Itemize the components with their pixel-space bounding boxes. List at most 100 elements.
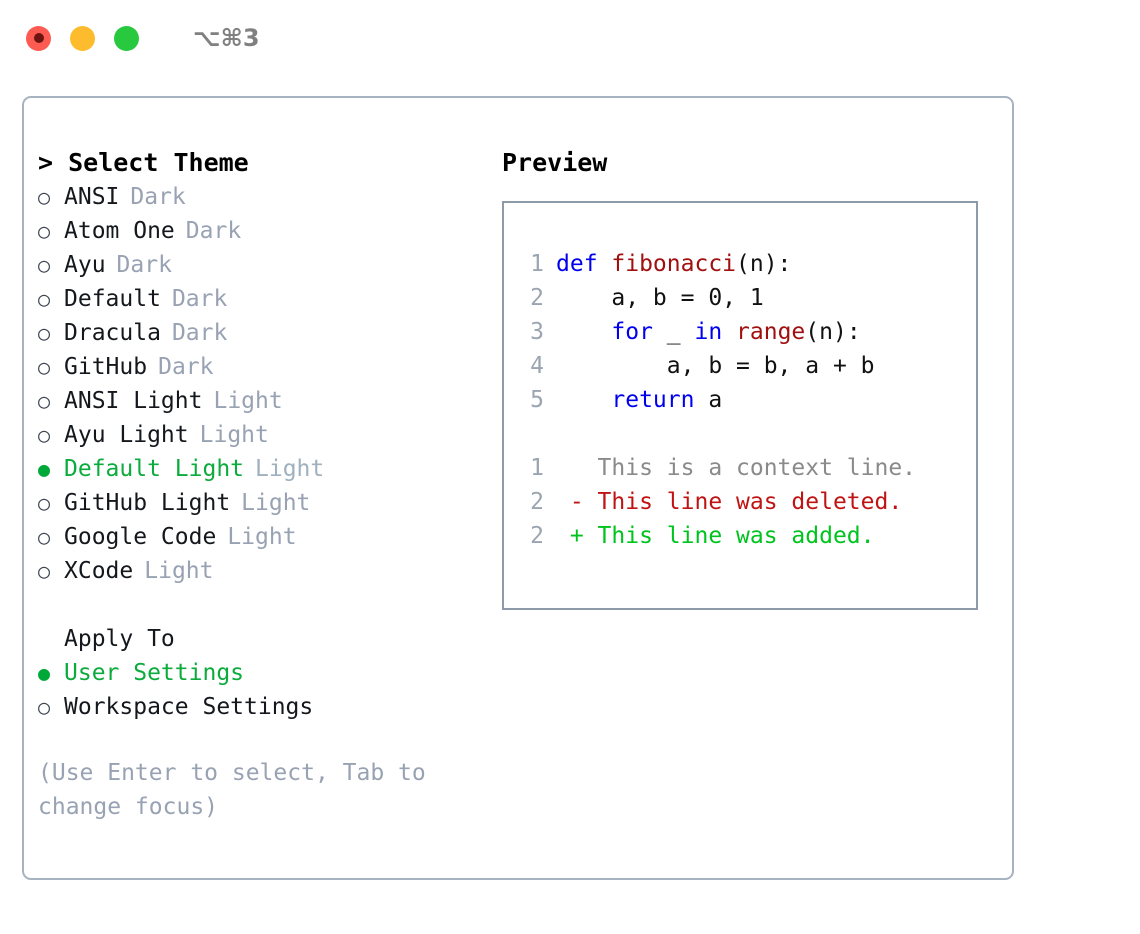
code-token-kw: return [611, 387, 695, 413]
code-token-kw: in [694, 319, 723, 345]
code-token-kw: for [611, 319, 653, 345]
theme-category-tag: Light [199, 422, 269, 448]
radio-unselected-icon: ○ [38, 219, 51, 243]
apply-to-item-label: User Settings [64, 660, 245, 686]
apply-to-header: Apply To [64, 626, 175, 652]
diff-line-text: + This line was added. [556, 523, 875, 549]
theme-item-label: Ayu Light [64, 422, 189, 448]
theme-item-label: Ayu [64, 252, 106, 278]
theme-item-label: Google Code [64, 524, 217, 550]
line-number: 3 [530, 319, 544, 345]
diff-line-add: 2 + This line was added. [518, 519, 916, 553]
keyboard-hint: (Use Enter to select, Tab to change focu… [38, 760, 440, 820]
close-button[interactable] [26, 25, 51, 51]
theme-item-label: Default Light [64, 456, 245, 482]
theme-item-default[interactable]: ○ Default Dark [38, 282, 498, 316]
theme-category-tag: Dark [171, 286, 228, 312]
theme-item-label: ANSI Light [64, 388, 203, 414]
line-number: 2 [530, 285, 544, 311]
diff-line-text: - This line was deleted. [556, 489, 903, 515]
radio-unselected-icon: ○ [38, 253, 51, 277]
title-bar: ⌥⌘3 [0, 0, 1140, 76]
theme-item-xcode[interactable]: ○ XCode Light [38, 554, 498, 588]
theme-item-label: XCode [64, 558, 134, 584]
code-token-pl: _ [652, 319, 695, 345]
theme-item-google-code[interactable]: ○ Google Code Light [38, 520, 498, 554]
theme-item-ansi-light[interactable]: ○ ANSI Light Light [38, 384, 498, 418]
code-line: 1 def fibonacci(n): [518, 247, 916, 281]
diff-sample: 1 This is a context line. 2 - This line w… [518, 451, 916, 553]
line-number: 1 [530, 251, 544, 277]
theme-item-label: GitHub Light [64, 490, 231, 516]
code-line: 3 for _ in range(n): [518, 315, 916, 349]
code-token-pl: (n): [736, 251, 792, 277]
line-number: 1 [530, 455, 544, 481]
theme-category-tag: Dark [130, 184, 186, 210]
apply-to-item-workspace-settings[interactable]: ○ Workspace Settings [38, 690, 498, 724]
diff-line-text: This is a context line. [556, 455, 917, 481]
code-token-pl: (n): [805, 319, 861, 345]
radio-selected-icon: ● [38, 661, 51, 685]
theme-category-tag: Light [144, 558, 214, 584]
theme-category-tag: Light [213, 388, 283, 414]
code-token-fn: fibonacci [611, 251, 737, 277]
theme-category-tag: Dark [158, 354, 214, 380]
keyboard-shortcut-label: ⌥⌘3 [193, 24, 260, 52]
line-number: 2 [530, 523, 544, 549]
code-line: 4 a, b = b, a + b [518, 349, 916, 383]
radio-unselected-icon: ○ [38, 321, 51, 345]
list-spacer [38, 588, 498, 622]
theme-item-label: Dracula [64, 320, 161, 346]
code-line: 2 a, b = 0, 1 [518, 281, 916, 315]
radio-unselected-icon: ○ [38, 355, 51, 379]
theme-item-label: Atom One [64, 218, 175, 244]
radio-unselected-icon: ○ [38, 389, 51, 413]
line-number: 4 [530, 353, 544, 379]
apply-to-item-label: Workspace Settings [64, 694, 314, 720]
radio-unselected-icon: ○ [38, 559, 51, 583]
theme-item-ayu-light[interactable]: ○ Ayu Light Light [38, 418, 498, 452]
theme-category-tag: Light [255, 456, 325, 482]
theme-item-label: GitHub [64, 354, 148, 380]
code-token-pl: a, b = b, a + b [556, 353, 875, 379]
radio-unselected-icon: ○ [38, 525, 51, 549]
radio-unselected-icon: ○ [38, 695, 51, 719]
radio-unselected-icon: ○ [38, 491, 51, 515]
theme-item-dracula[interactable]: ○ Dracula Dark [38, 316, 498, 350]
code-token-pl [722, 315, 736, 349]
apply-to-item-user-settings[interactable]: ● User Settings [38, 656, 498, 690]
maximize-button[interactable] [114, 25, 139, 51]
code-token-kw: def [556, 251, 612, 277]
select-theme-header: > Select Theme [38, 148, 249, 177]
radio-unselected-icon: ○ [38, 423, 51, 447]
theme-item-github[interactable]: ○ GitHub Dark [38, 350, 498, 384]
theme-category-tag: Dark [171, 320, 228, 346]
minimize-button[interactable] [70, 25, 95, 51]
theme-category-tag: Dark [116, 252, 172, 278]
code-token-pl: a [694, 387, 723, 413]
code-diff-separator [518, 417, 916, 451]
theme-category-tag: Light [227, 524, 297, 550]
radio-unselected-icon: ○ [38, 287, 51, 311]
code-line: 5 return a [518, 383, 916, 417]
line-number: 2 [530, 489, 544, 515]
theme-item-ayu[interactable]: ○ Ayu Dark [38, 248, 498, 282]
theme-item-label: ANSI [64, 184, 120, 210]
line-number: 5 [530, 387, 544, 413]
theme-item-label: Default [64, 286, 161, 312]
code-token-fn: range [736, 319, 806, 345]
preview-title: Preview [502, 148, 608, 177]
apply-to-list[interactable]: ● User Settings ○ Workspace Settings [38, 656, 498, 724]
